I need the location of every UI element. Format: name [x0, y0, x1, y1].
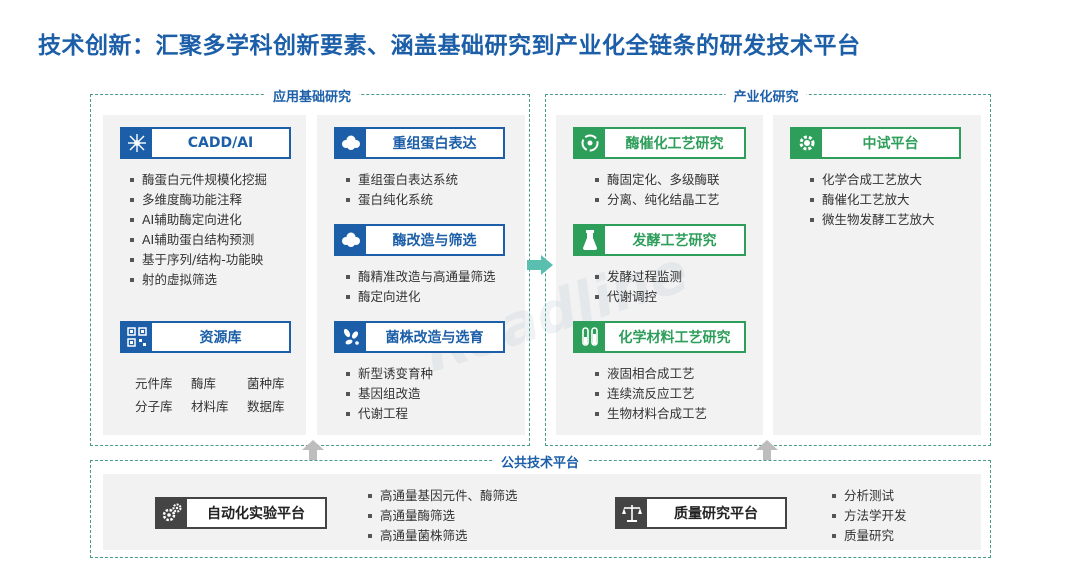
list-item: 酶催化工艺放大 — [808, 190, 935, 210]
list-item: AI辅助酶定向进化 — [128, 210, 267, 230]
list-item-continuation: 射的虚拟筛选 — [128, 270, 267, 290]
scale-icon — [617, 499, 647, 527]
cadd-ai-list: 酶蛋白元件规模化挖掘 多维度酶功能注释 AI辅助酶定向进化 AI辅助蛋白结构预测… — [128, 170, 267, 290]
fermentation-list: 发酵过程监测 代谢调控 — [593, 267, 682, 307]
enzyme-catalysis-header: 酶催化工艺研究 — [573, 127, 746, 159]
panel-cadd-resource — [103, 115, 306, 435]
quality-platform-header: 质量研究平台 — [615, 497, 787, 529]
gear-icon — [792, 129, 822, 157]
test-tube-icon — [575, 323, 605, 351]
list-item: 高通量菌株筛选 — [366, 526, 518, 546]
industrial-research-label: 产业化研究 — [725, 86, 807, 105]
enzyme-modification-label: 酶改造与筛选 — [392, 233, 477, 249]
list-item: 微生物发酵工艺放大 — [808, 210, 935, 230]
resource-grid: 元件库 酶库 菌种库 分子库 材料库 数据库 — [135, 374, 303, 416]
public-platform-label: 公共技术平台 — [492, 452, 588, 471]
automation-platform-header: 自动化实验平台 — [155, 497, 327, 529]
protein-icon — [336, 129, 366, 157]
qr-code-icon — [122, 323, 152, 351]
flask-icon — [575, 226, 605, 254]
protein-expression-list: 重组蛋白表达系统 蛋白纯化系统 — [344, 170, 458, 210]
recycle-icon — [575, 129, 605, 157]
list-item: 方法学开发 — [830, 506, 907, 526]
list-item: 代谢调控 — [593, 287, 682, 307]
strain-modification-header: 菌株改造与选育 — [334, 321, 505, 353]
list-item: 分离、纯化结晶工艺 — [593, 190, 720, 210]
list-item: 多维度酶功能注释 — [128, 190, 267, 210]
list-item: 酶精准改造与高通量筛选 — [344, 267, 496, 287]
resource-item: 元件库 — [135, 376, 173, 391]
automation-platform-list: 高通量基因元件、酶筛选 高通量酶筛选 高通量菌株筛选 — [366, 486, 518, 546]
pilot-platform-list: 化学合成工艺放大 酶催化工艺放大 微生物发酵工艺放大 — [808, 170, 935, 230]
strain-modification-label: 菌株改造与选育 — [385, 330, 484, 346]
list-item: 基于序列/结构-功能映 — [128, 250, 267, 270]
strain-modification-list: 新型诱变育种 基因组改造 代谢工程 — [344, 364, 433, 424]
resource-label: 资源库 — [199, 330, 242, 346]
list-item: 连续流反应工艺 — [593, 384, 707, 404]
quality-platform-list: 分析测试 方法学开发 质量研究 — [830, 486, 907, 546]
fermentation-label: 发酵工艺研究 — [632, 233, 717, 249]
chemical-materials-header: 化学材料工艺研究 — [573, 321, 746, 353]
gears-icon — [157, 499, 187, 527]
enzyme-modification-header: 酶改造与筛选 — [334, 224, 505, 256]
list-item: 重组蛋白表达系统 — [344, 170, 458, 190]
panel-process — [556, 115, 763, 435]
panel-protein-enzyme-strain — [317, 115, 525, 435]
pilot-platform-label: 中试平台 — [862, 136, 919, 152]
network-icon — [122, 129, 152, 157]
list-item: 酶蛋白元件规模化挖掘 — [128, 170, 267, 190]
list-item: 分析测试 — [830, 486, 907, 506]
list-item: 蛋白纯化系统 — [344, 190, 458, 210]
list-item: 生物材料合成工艺 — [593, 404, 707, 424]
chemical-materials-label: 化学材料工艺研究 — [618, 330, 731, 346]
list-item: 酶定向进化 — [344, 287, 496, 307]
enzyme-modification-list: 酶精准改造与高通量筛选 酶定向进化 — [344, 267, 496, 307]
automation-platform-label: 自动化实验平台 — [207, 506, 305, 522]
list-item: 液固相合成工艺 — [593, 364, 707, 384]
quality-platform-label: 质量研究平台 — [674, 506, 758, 522]
enzyme-catalysis-label: 酶催化工艺研究 — [625, 136, 724, 152]
list-item: 代谢工程 — [344, 404, 433, 424]
cadd-ai-header: CADD/AI — [120, 127, 291, 159]
list-item: 发酵过程监测 — [593, 267, 682, 287]
list-item: AI辅助蛋白结构预测 — [128, 230, 267, 250]
resource-item: 数据库 — [247, 399, 285, 414]
cadd-ai-label: CADD/AI — [187, 135, 254, 151]
list-item: 高通量基因元件、酶筛选 — [366, 486, 518, 506]
resource-item: 酶库 — [191, 376, 217, 391]
protein-expression-label: 重组蛋白表达 — [392, 136, 477, 152]
list-item: 基因组改造 — [344, 384, 433, 404]
protein-icon — [336, 226, 366, 254]
list-item: 酶固定化、多级酶联 — [593, 170, 720, 190]
basic-research-label: 应用基础研究 — [264, 86, 360, 105]
pilot-platform-header: 中试平台 — [790, 127, 961, 159]
page-title: 技术创新：汇聚多学科创新要素、涵盖基础研究到产业化全链条的研发技术平台 — [38, 33, 861, 59]
list-item: 质量研究 — [830, 526, 907, 546]
panel-pilot — [773, 115, 981, 435]
list-item: 化学合成工艺放大 — [808, 170, 935, 190]
arrow-up-icon — [756, 440, 778, 460]
resource-header: 资源库 — [120, 321, 291, 353]
bacteria-icon — [336, 323, 366, 351]
resource-item: 菌种库 — [247, 376, 285, 391]
fermentation-header: 发酵工艺研究 — [573, 224, 746, 256]
chemical-materials-list: 液固相合成工艺 连续流反应工艺 生物材料合成工艺 — [593, 364, 707, 424]
resource-item: 分子库 — [135, 399, 173, 414]
arrow-up-icon — [302, 440, 324, 460]
list-item: 新型诱变育种 — [344, 364, 433, 384]
list-item: 高通量酶筛选 — [366, 506, 518, 526]
arrow-right-icon — [527, 255, 553, 275]
enzyme-catalysis-list: 酶固定化、多级酶联 分离、纯化结晶工艺 — [593, 170, 720, 210]
resource-item: 材料库 — [191, 399, 229, 414]
protein-expression-header: 重组蛋白表达 — [334, 127, 505, 159]
